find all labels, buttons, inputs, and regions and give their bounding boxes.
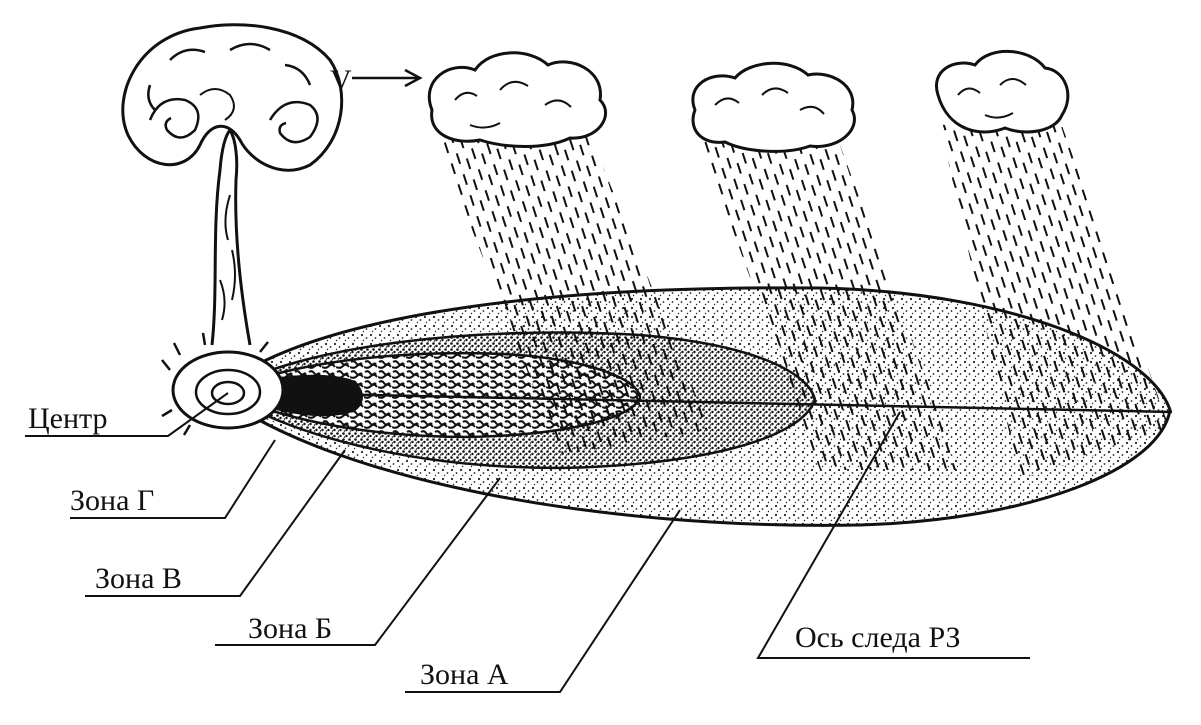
center-label: Центр — [28, 402, 108, 435]
mushroom-cloud-cap — [121, 23, 344, 172]
zone-b-label: Зона Б — [248, 612, 332, 645]
rain-cloud-2 — [691, 61, 856, 153]
zone-b-leader — [215, 477, 501, 646]
rain-cloud-1 — [427, 51, 607, 148]
rain-column-2 — [700, 140, 960, 470]
zone-v-leader — [85, 449, 346, 597]
explosion-base — [161, 330, 285, 436]
wind-label: V — [330, 64, 352, 97]
rain-cloud-3 — [935, 50, 1070, 134]
wind-arrow — [352, 68, 423, 88]
zone-a-leader — [405, 509, 681, 693]
mushroom-stem — [210, 127, 252, 346]
center-leader — [25, 392, 229, 437]
zone-a-label: Зона А — [420, 658, 509, 691]
rain-column-3 — [940, 120, 1170, 480]
axis-leader — [756, 411, 1030, 659]
zone-v-label: Зона В — [95, 562, 182, 595]
zone-g-label: Зона Г — [70, 484, 154, 517]
zone-g-leader — [70, 439, 276, 519]
axis-label: Ось следа РЗ — [795, 621, 961, 654]
rain-column-1 — [435, 130, 710, 455]
